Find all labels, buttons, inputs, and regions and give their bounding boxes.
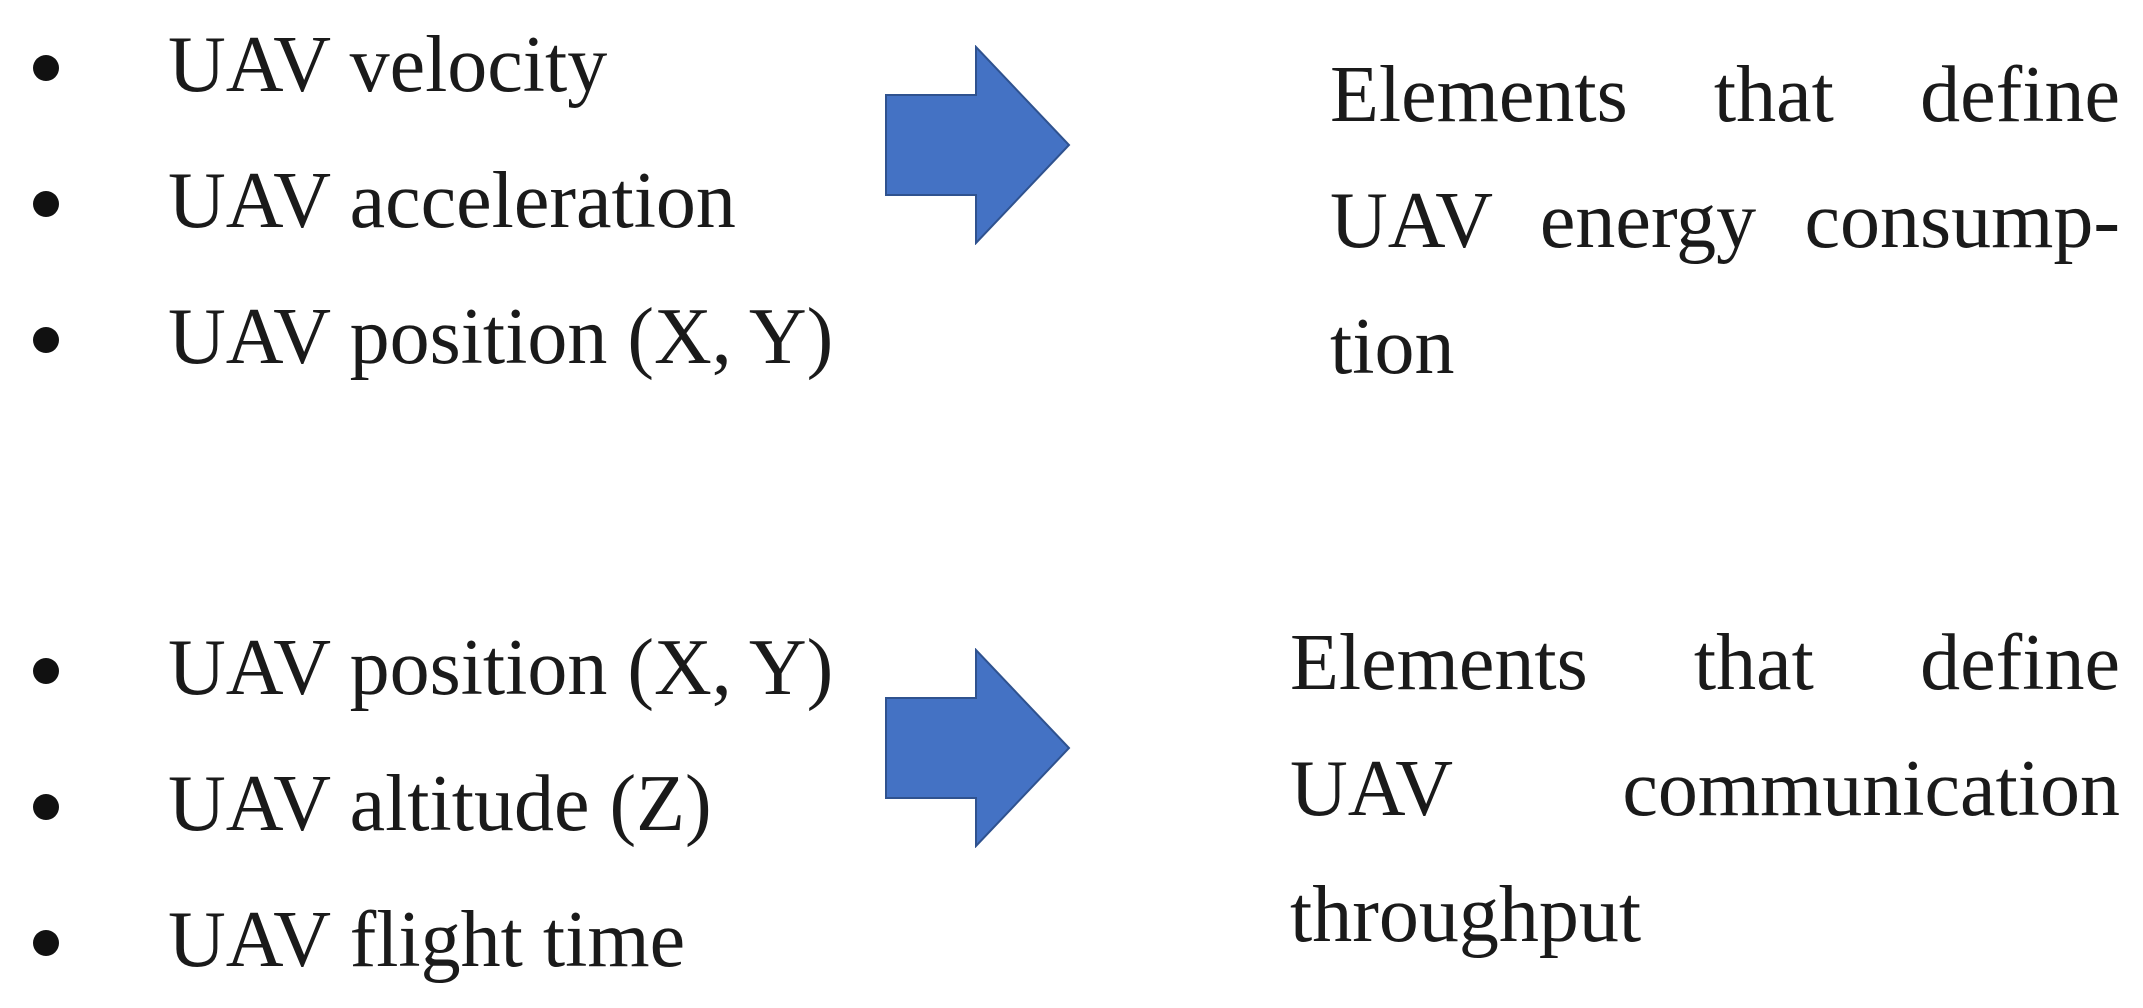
- communication-throughput-group: UAV position (X, Y) UAV altitude (Z) UAV…: [0, 600, 2143, 993]
- bullet-dot-icon: [33, 930, 59, 956]
- energy-consumption-group: UAV velocity UAV acceleration UAV positi…: [0, 0, 2143, 420]
- outcome-line: UAV energy consump-: [1330, 177, 2120, 265]
- bullet-dot-icon: [33, 191, 59, 217]
- input-label: UAV velocity: [168, 21, 608, 109]
- outcome-line: throughput: [1290, 871, 1642, 959]
- energy-consumption-outcome: Elements that define UAV energy consump-…: [1330, 32, 2120, 410]
- bullet-dot-icon: [33, 55, 59, 81]
- input-label: UAV position (X, Y): [168, 293, 834, 381]
- bullet-dot-icon: [33, 794, 59, 820]
- input-label: UAV altitude (Z): [168, 760, 712, 848]
- input-label: UAV flight time: [168, 896, 686, 984]
- outcome-line: tion: [1330, 303, 1455, 391]
- bullet-dot-icon: [33, 327, 59, 353]
- input-label: UAV position (X, Y): [168, 624, 834, 712]
- right-arrow-icon: [885, 45, 1071, 245]
- communication-throughput-outcome: Elements that define UAV communication t…: [1290, 600, 2120, 978]
- outcome-line: UAV communication: [1290, 745, 2120, 833]
- input-label: UAV acceleration: [168, 157, 736, 245]
- right-arrow-icon: [885, 648, 1071, 848]
- bullet-dot-icon: [33, 658, 59, 684]
- outcome-line: Elements that define: [1290, 619, 2120, 707]
- outcome-line: Elements that define: [1330, 51, 2120, 139]
